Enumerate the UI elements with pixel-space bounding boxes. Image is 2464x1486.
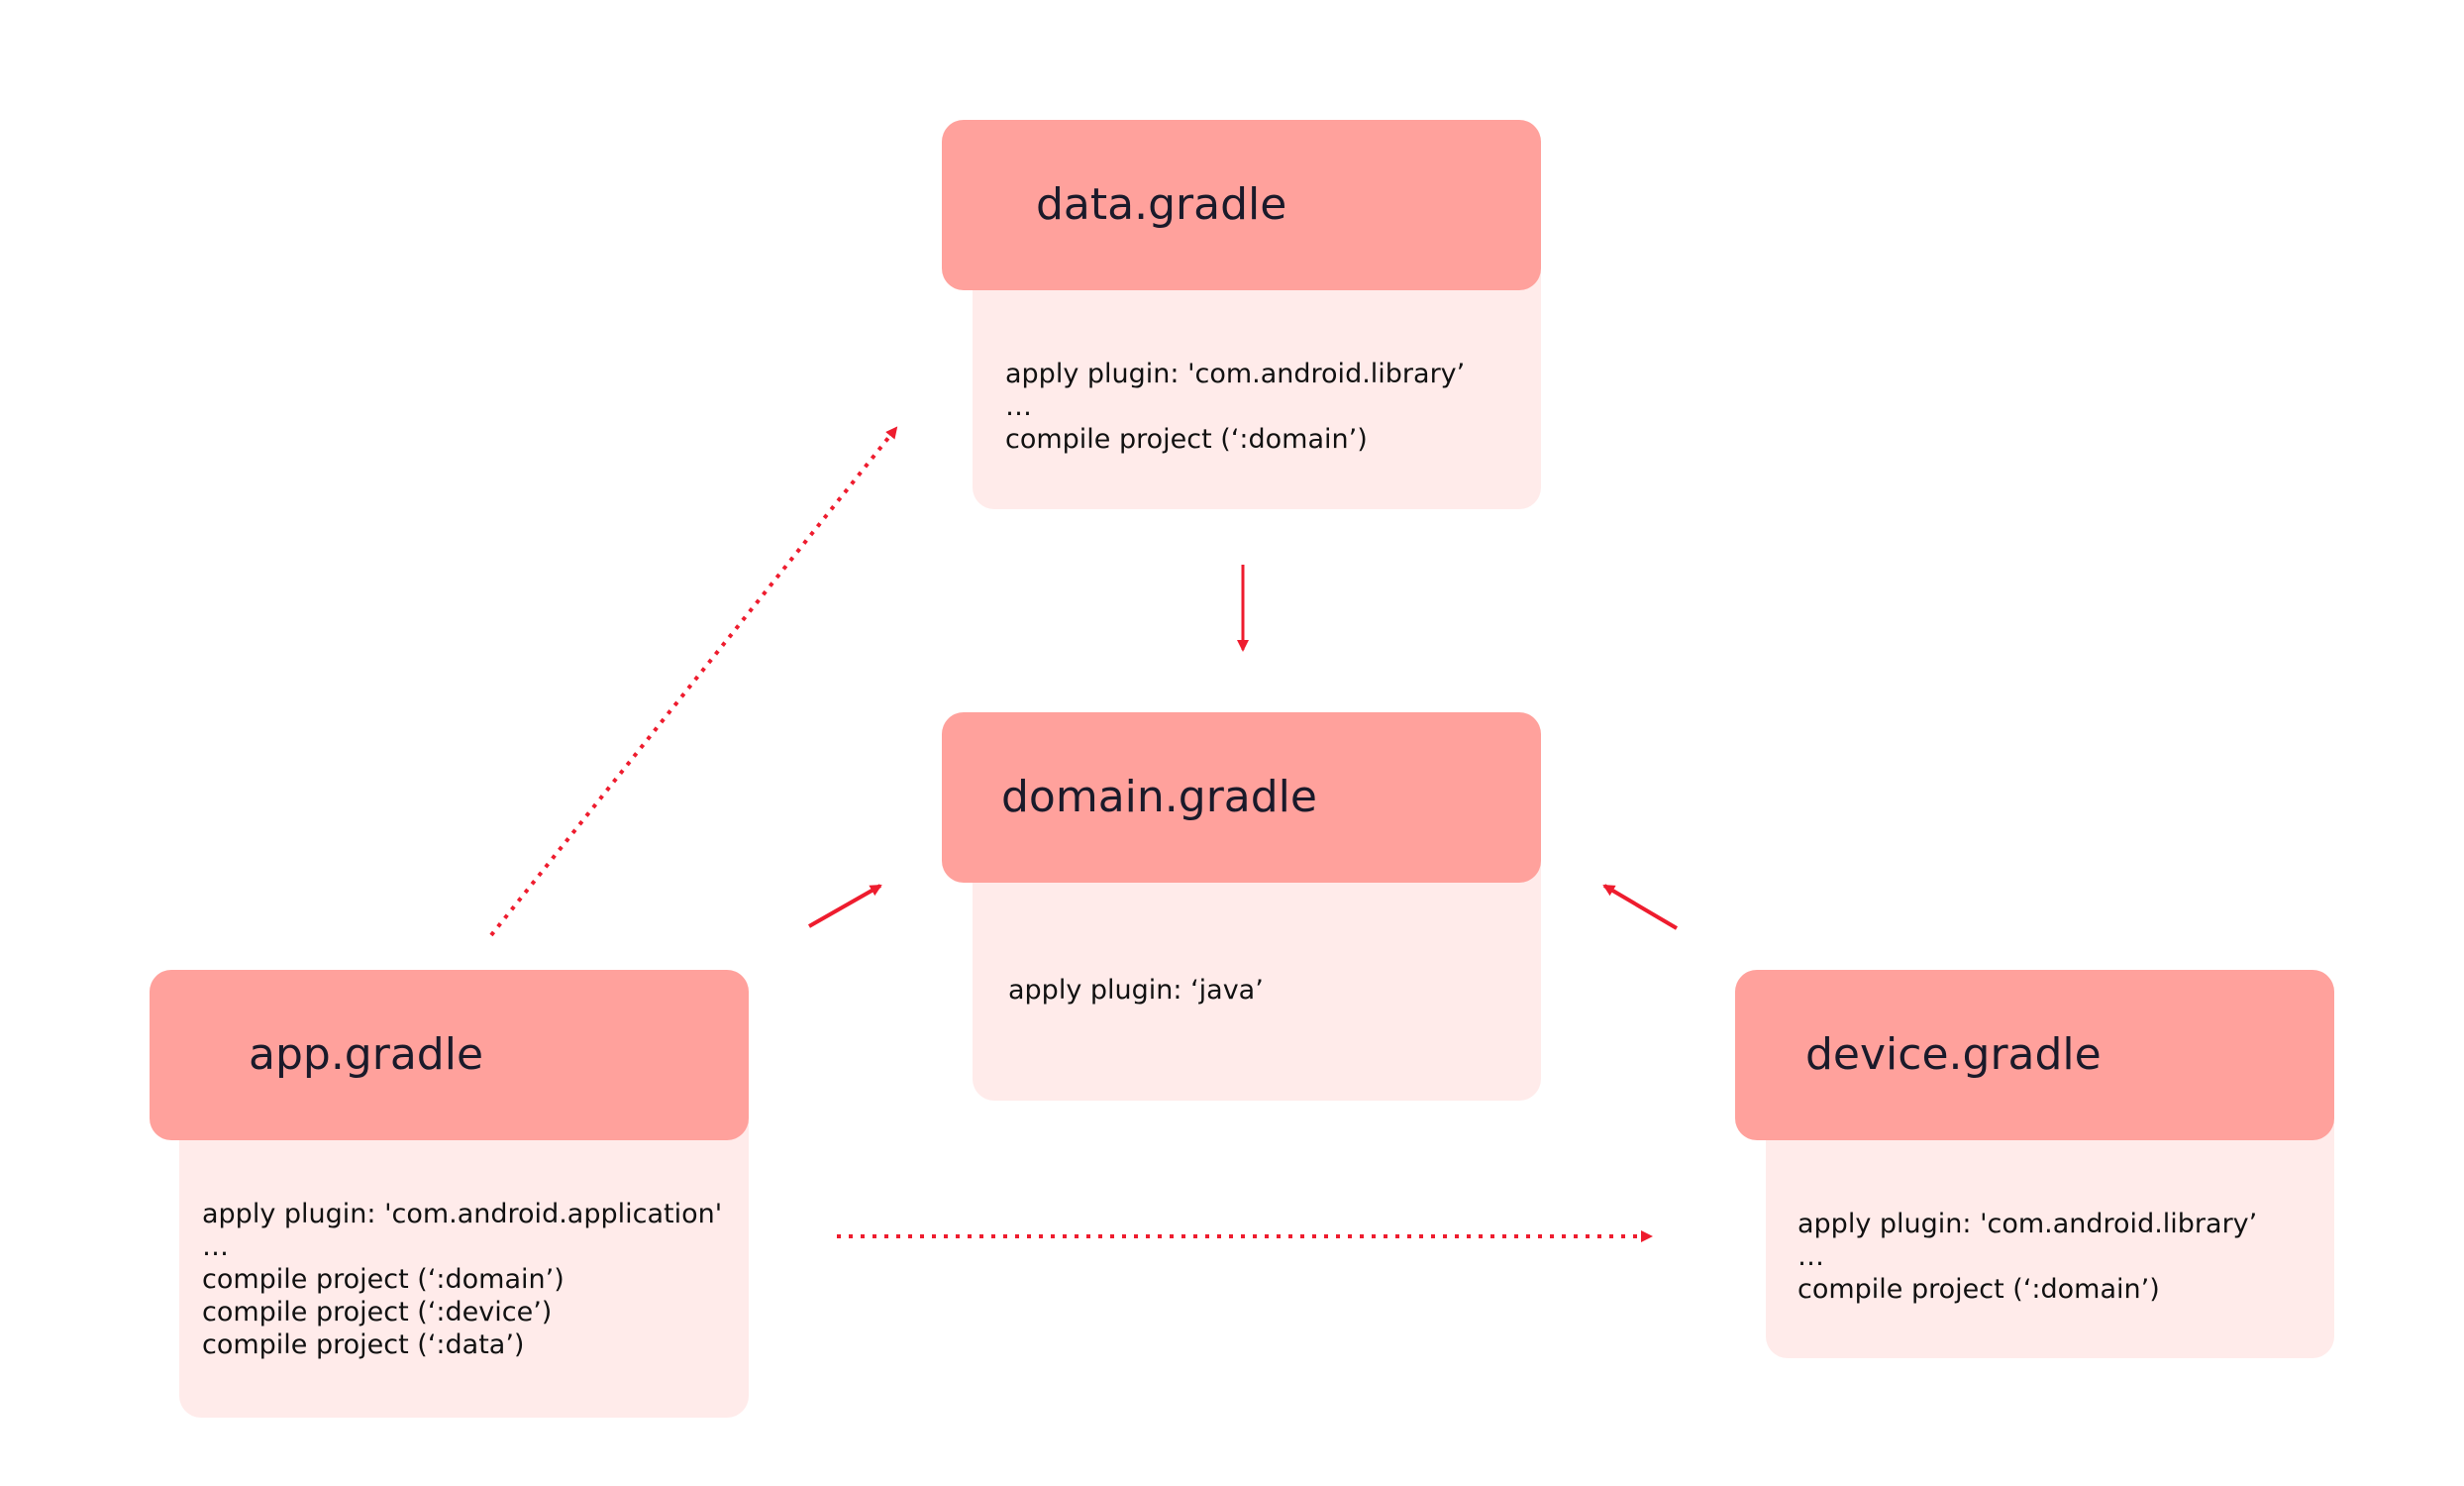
code-line: compile project (‘:domain’) — [1797, 1274, 2160, 1305]
code-line: apply plugin: 'com.android.library’ — [1797, 1209, 2258, 1239]
module-header: device.gradle — [1735, 970, 2334, 1140]
module-domain-gradle: domain.gradle apply plugin: ‘java’ — [942, 712, 1541, 1101]
code-line: … — [1005, 391, 1032, 422]
edge-app-to-domain-arrow — [808, 884, 882, 928]
module-title: data.gradle — [1036, 179, 1287, 230]
code-line: apply plugin: ‘java’ — [1008, 975, 1264, 1006]
code-line: compile project (‘:domain’) — [1005, 424, 1368, 455]
code-line: compile project (‘:device’) — [202, 1297, 553, 1327]
code-line: … — [1797, 1241, 1824, 1272]
edge-device-to-domain-arrow — [1602, 884, 1679, 930]
module-title: device.gradle — [1805, 1029, 2102, 1080]
module-code: apply plugin: 'com.android.library’ … co… — [1005, 358, 1465, 456]
module-data-gradle: data.gradle apply plugin: 'com.android.l… — [942, 120, 1541, 509]
module-title: app.gradle — [249, 1029, 484, 1080]
module-body — [179, 1089, 749, 1418]
module-title: domain.gradle — [1001, 772, 1317, 822]
code-line: compile project (‘:domain’) — [202, 1264, 565, 1295]
module-code: apply plugin: 'com.android.application' … — [202, 1198, 722, 1361]
code-line: … — [202, 1231, 229, 1262]
edge-app-to-data-dotted-arrow — [489, 426, 898, 937]
module-code: apply plugin: ‘java’ — [1008, 974, 1264, 1007]
module-app-gradle: app.gradle apply plugin: 'com.android.ap… — [150, 970, 749, 1418]
module-header: app.gradle — [150, 970, 749, 1140]
module-header: domain.gradle — [942, 712, 1541, 883]
code-line: apply plugin: 'com.android.application' — [202, 1199, 723, 1229]
module-device-gradle: device.gradle apply plugin: 'com.android… — [1735, 970, 2334, 1358]
code-line: apply plugin: 'com.android.library’ — [1005, 359, 1466, 389]
module-code: apply plugin: 'com.android.library’ … co… — [1797, 1208, 2257, 1306]
module-header: data.gradle — [942, 120, 1541, 290]
code-line: compile project (‘:data’) — [202, 1329, 525, 1360]
